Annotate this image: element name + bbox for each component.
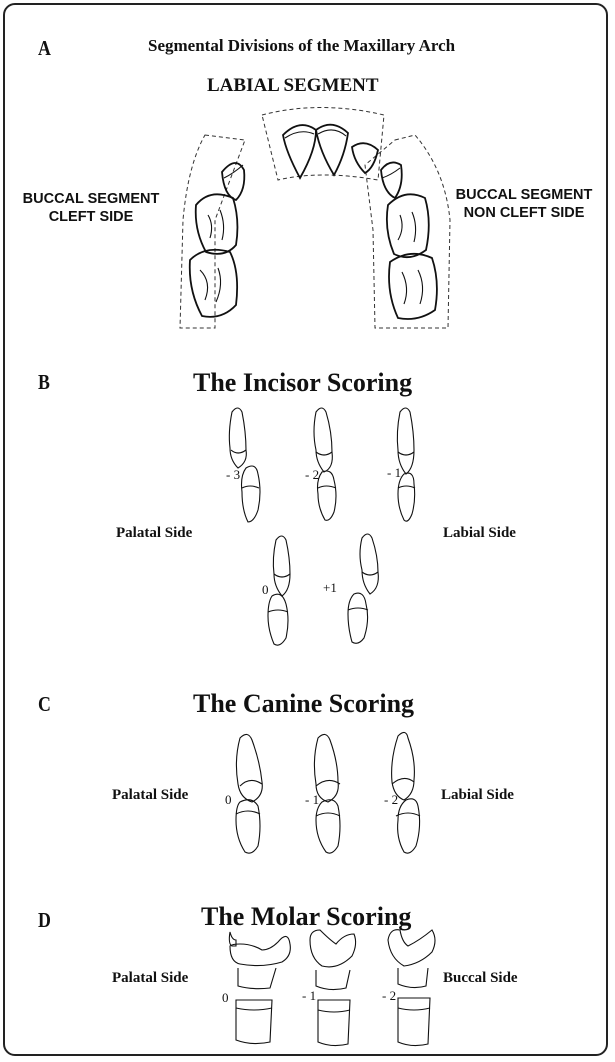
molar-pair-minus2 [388, 930, 435, 1046]
molar-pair-0 [229, 932, 290, 1044]
molar-pair-minus1 [310, 930, 356, 1046]
